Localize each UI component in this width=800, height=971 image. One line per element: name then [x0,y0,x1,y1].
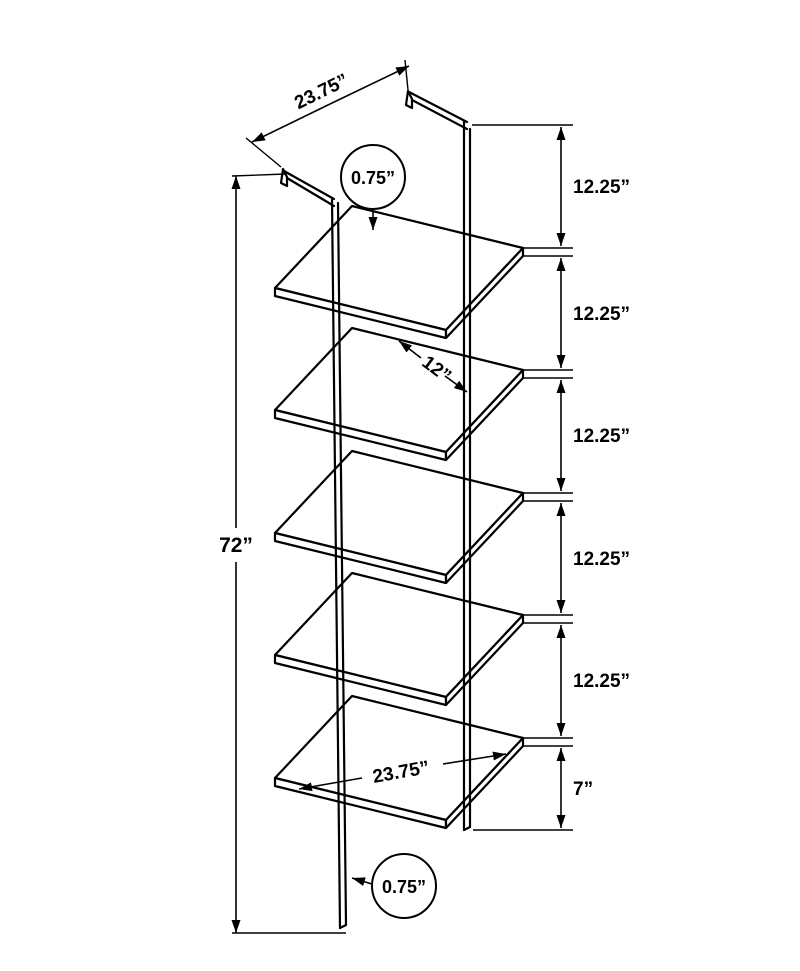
left-rail-inner-line [336,201,348,927]
dim-top-width-line-right [329,65,410,105]
left-rail-bracket-bottom [285,176,336,208]
left-rail-bottom-cap [338,923,348,930]
shelf-4-top-surface [273,571,525,699]
rail-thickness-callout-circle [371,853,437,919]
rail-thickness-label: 0.75” [382,877,426,897]
dim-top-width-ext-left [245,137,282,168]
shelf-2-top-surface [273,326,525,454]
right-rail-bracket-top [407,90,469,124]
shelf-3 [273,449,525,585]
dim-height: 72” [219,173,346,934]
dim-height-ext-top [231,173,287,177]
left-rail [279,167,348,930]
left-rail-bracket-top [282,169,336,201]
spacing-5-label: 12.25” [573,671,630,692]
shelf-1 [273,204,525,340]
left-rail-outer-line [330,198,342,930]
spacing-4-label: 12.25” [573,549,630,570]
right-rail-wall-foot [404,89,414,110]
shelf-3-top-surface [273,449,525,577]
shelf-4 [273,571,525,707]
callout-shelf-thickness: 0.75” [340,144,406,230]
shelf-thickness-label: 0.75” [351,168,395,188]
height-label: 72” [219,534,253,557]
rail-thickness-leader [351,877,373,887]
callout-rail-thickness: 0.75” [351,853,437,919]
right-rail-bottom-cap [462,825,472,832]
dim-bottom-width-line-right [442,751,507,765]
dim-top-width-ext-right [404,59,409,91]
shelf-2 [273,326,525,462]
dim-right-column: 12.25” 12.25” 12.25” 12.25” 12.25” 7” [472,124,630,831]
spacing-3-label: 12.25” [573,426,630,447]
dim-bottom-width-line-left [298,777,363,792]
right-rail [404,89,472,832]
dim-depth-line-front [444,375,468,393]
bottom-gap-label: 7” [573,779,593,800]
spacing-2-label: 12.25” [573,304,630,325]
dim-top-width-line-left [251,103,331,143]
spacing-1-label: 12.25” [573,177,630,198]
shelf-1-top-surface [273,204,525,332]
dim-depth-line-back [398,340,422,359]
right-rail-bracket-bottom [410,98,469,131]
